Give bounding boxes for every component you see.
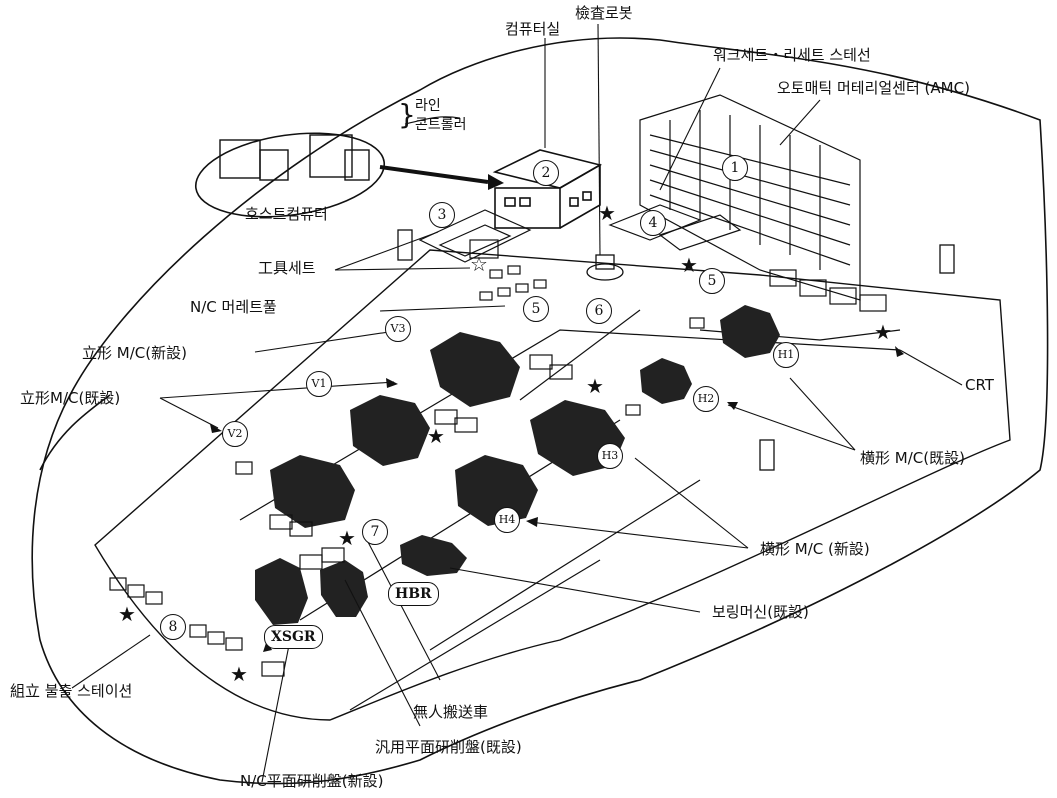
nc-pallet-pool <box>480 266 546 300</box>
leader-lines <box>72 24 962 782</box>
marker-h2: H2 <box>693 386 719 412</box>
marker-h4: H4 <box>494 507 520 533</box>
marker-h3: H3 <box>597 443 623 469</box>
label-boring-existing: 보링머신(既設) <box>712 603 809 621</box>
label-nc-pallet: N/C 머레트풀 <box>190 298 277 316</box>
label-assembly-station: 組立 불출 스테이션 <box>10 682 132 700</box>
star-marker-2: ☆ <box>470 254 488 274</box>
label-work-set-station: 워크세트・리세트 스테선 <box>713 46 871 64</box>
machines <box>255 305 780 625</box>
star-marker-4: ★ <box>874 322 892 342</box>
marker-4: 4 <box>640 210 666 236</box>
label-inspection-robot: 檢査로봇 <box>575 4 633 22</box>
marker-v2: V2 <box>222 421 248 447</box>
star-marker-3: ★ <box>680 255 698 275</box>
marker-3: 3 <box>429 202 455 228</box>
amc-rack <box>640 95 860 300</box>
marker-1: 1 <box>722 155 748 181</box>
label-horizontal-existing: 横形 M/C(既設) <box>860 449 965 467</box>
marker-6: 6 <box>586 298 612 324</box>
label-computer-room: 컴퓨터실 <box>505 20 560 38</box>
label-line-controller-1: 라인 <box>415 97 441 115</box>
star-marker-9: ★ <box>230 664 248 684</box>
label-nc-surface-grinder-new: N/C平面研削盤(新設) <box>240 772 383 790</box>
label-horizontal-new: 横形 M/C (新設) <box>760 540 870 558</box>
marker-hbr: HBR <box>388 582 439 606</box>
star-marker-5: ★ <box>586 376 604 396</box>
label-vertical-existing: 立形M/C(既設) <box>20 389 120 407</box>
label-tool-set: 工具세트 <box>258 259 316 277</box>
star-marker-8: ★ <box>118 604 136 624</box>
marker-xsgr: XSGR <box>264 625 323 649</box>
marker-5a: 5 <box>523 296 549 322</box>
marker-5b: 5 <box>699 268 725 294</box>
label-line-controller-brace: } <box>398 100 416 130</box>
inspection-robot <box>587 255 623 280</box>
star-marker-1: ★ <box>598 203 616 223</box>
label-vertical-new: 立形 M/C(新設) <box>82 344 187 362</box>
label-amc: 오토매틱 머테리얼센터 (AMC) <box>777 79 970 97</box>
marker-7: 7 <box>362 519 388 545</box>
marker-2: 2 <box>533 160 559 186</box>
marker-h1: H1 <box>773 342 799 368</box>
pallet-boxes <box>110 318 704 676</box>
label-crt: CRT <box>965 376 994 394</box>
label-agv: 無人搬送車 <box>413 703 488 721</box>
marker-v1: V1 <box>306 371 332 397</box>
star-marker-6: ★ <box>427 426 445 446</box>
aisle-line-6 <box>350 560 600 710</box>
work-set-station <box>610 205 740 250</box>
label-surface-grinder-existing: 汎用平面研削盤(既設) <box>375 738 522 756</box>
host-computer-units <box>220 135 369 180</box>
star-marker-7: ★ <box>338 528 356 548</box>
label-host-computer: 호스트컴퓨터 <box>245 205 328 223</box>
marker-v3: V3 <box>385 316 411 342</box>
label-line-controller-2: 콘트롤러 <box>415 116 467 134</box>
marker-8: 8 <box>160 614 186 640</box>
host-link-arrow <box>380 167 488 182</box>
